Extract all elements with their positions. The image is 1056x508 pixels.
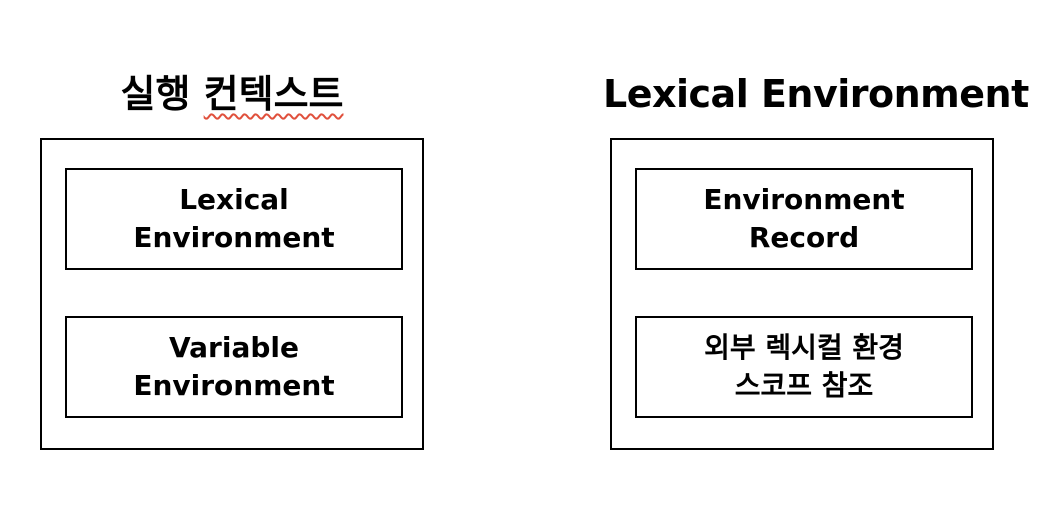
lexical-environment-line2: Environment	[133, 221, 335, 254]
environment-record-line1: Environment	[703, 183, 905, 216]
outer-lexical-line1: 외부 렉시컬 환경	[704, 329, 904, 367]
lexical-environment-title: Lexical Environment	[603, 72, 1029, 116]
lexical-environment-outer-box: Environment Record 외부 렉시컬 환경 스코프 참조	[610, 138, 994, 450]
execution-context-title: 실행 컨텍스트	[40, 68, 424, 120]
execution-context-title-text: 실행 컨텍스트	[121, 72, 344, 116]
title-word-1: 실행	[120, 72, 191, 116]
variable-environment-line2: Environment	[133, 369, 335, 402]
outer-lexical-line2: 스코프 참조	[734, 369, 874, 402]
lexical-environment-box: Lexical Environment	[65, 168, 403, 270]
outer-lexical-environment-box: 외부 렉시컬 환경 스코프 참조	[635, 316, 973, 418]
environment-record-box: Environment Record	[635, 168, 973, 270]
variable-environment-box: Variable Environment	[65, 316, 403, 418]
lexical-environment-line1: Lexical	[179, 183, 289, 216]
execution-context-box: Lexical Environment Variable Environment	[40, 138, 424, 450]
outer-lexical-line1-text: 외부 렉시컬 환경	[704, 331, 904, 364]
title-word-2: 컨텍스트	[203, 72, 344, 116]
variable-environment-line1: Variable	[169, 331, 299, 364]
environment-record-line2: Record	[748, 221, 860, 254]
